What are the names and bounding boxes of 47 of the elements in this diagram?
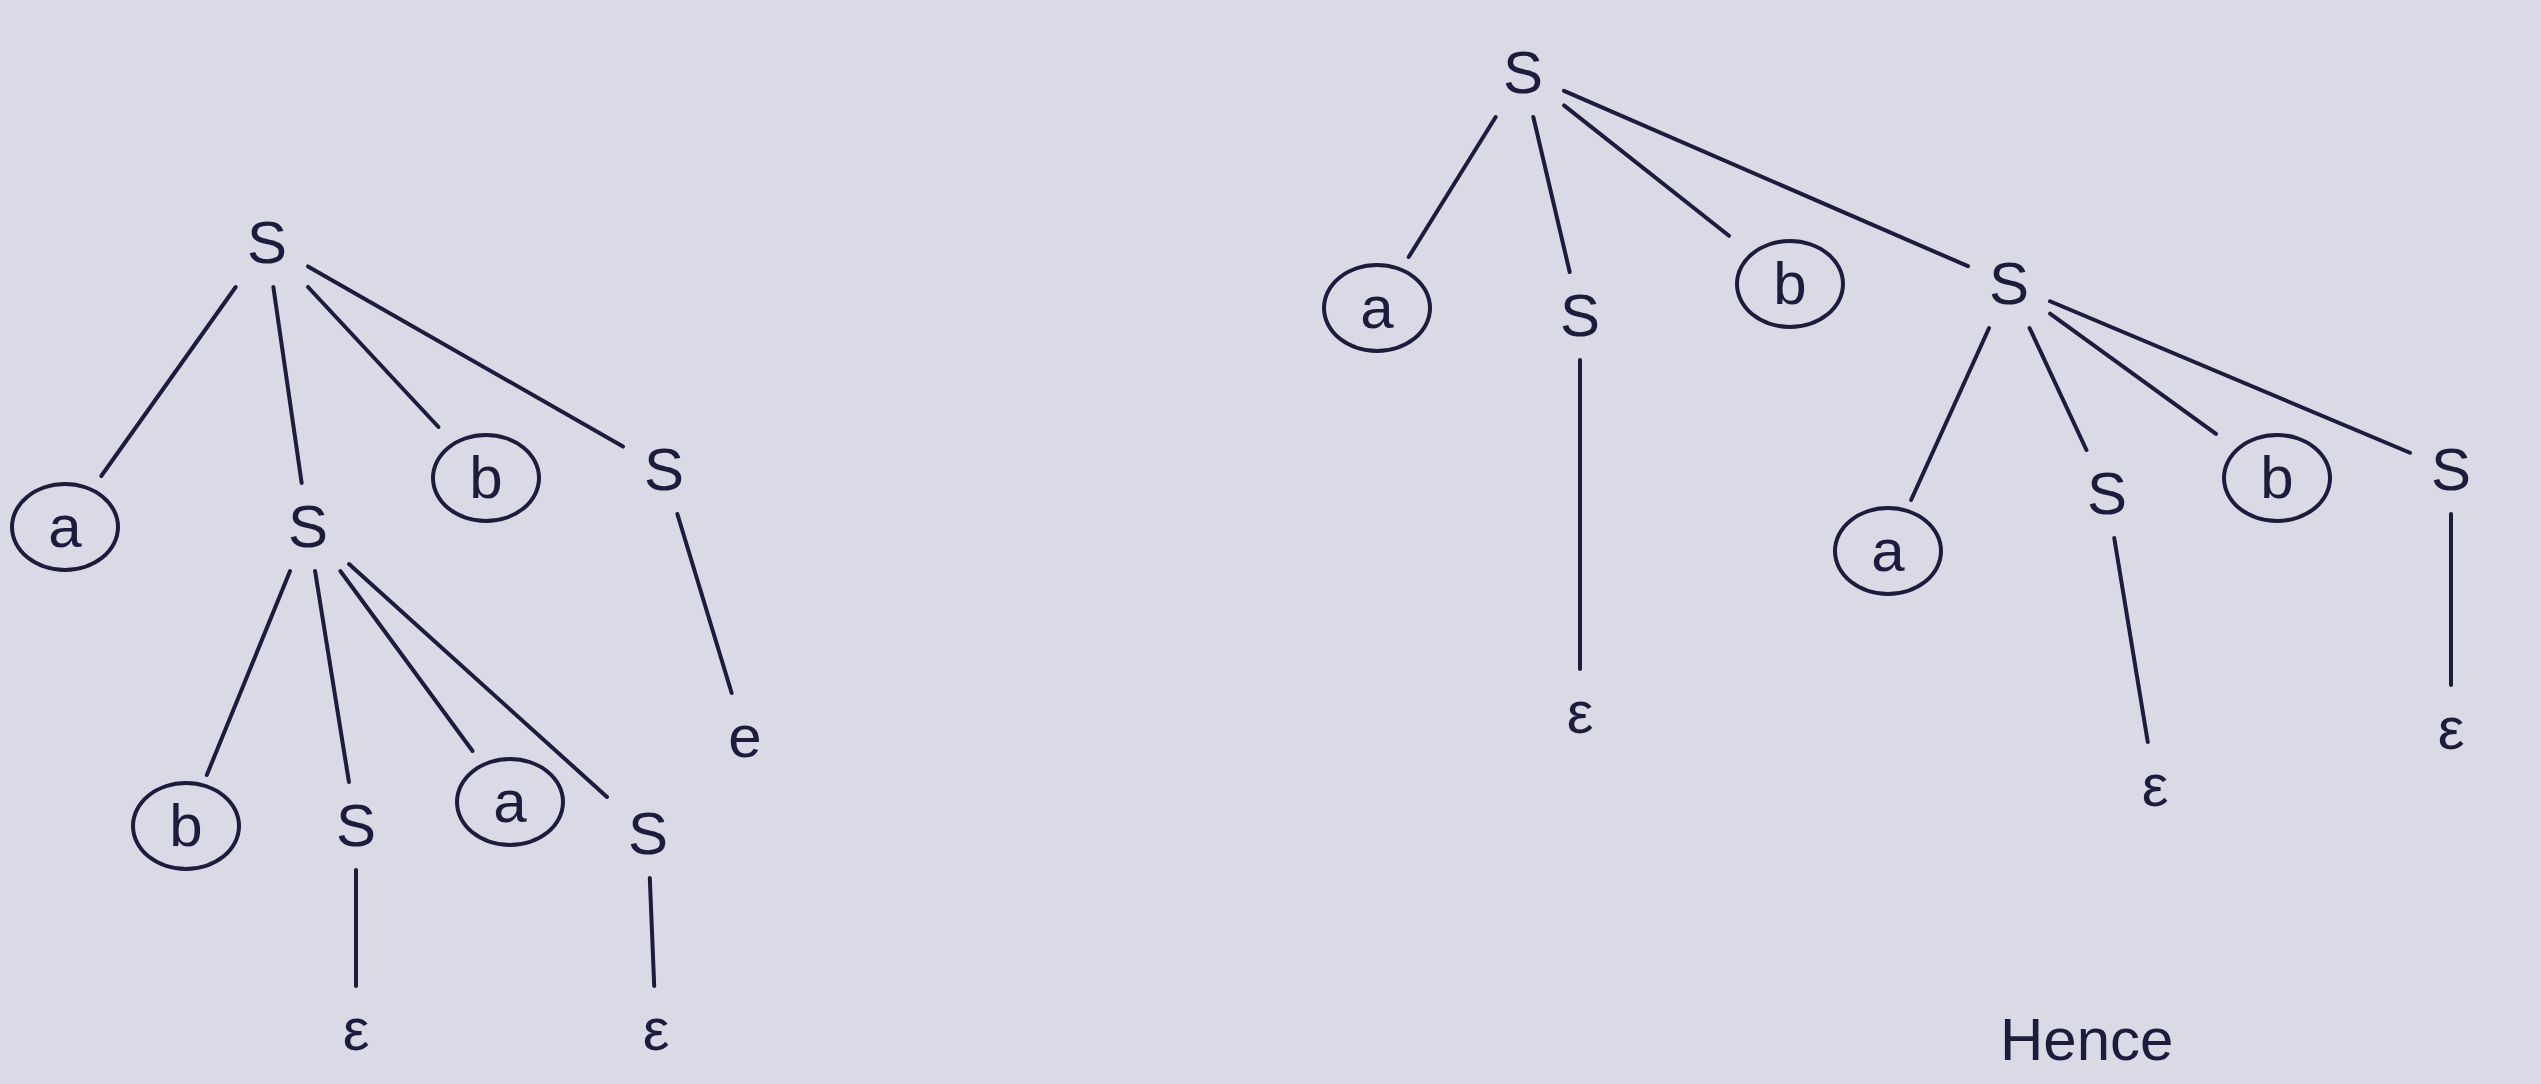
tree-symbol: S — [1545, 278, 1615, 354]
tree-branch-line — [1531, 115, 1572, 274]
tree-branch-line — [338, 569, 475, 753]
tree-branch-line — [1909, 326, 1992, 502]
tree-symbol: ε — [1545, 675, 1615, 751]
tree-branch-line — [1406, 115, 1498, 259]
circled-terminal: b — [431, 433, 541, 523]
handwritten-note: Hence — [2000, 1010, 2174, 1070]
tree-symbol: ε — [621, 992, 691, 1068]
circled-terminal: b — [2222, 433, 2332, 523]
tree-branch-line — [1578, 358, 1582, 671]
tree-branch-line — [1562, 88, 1970, 269]
tree-branch-line — [1562, 103, 1731, 238]
tree-branch-line — [2048, 299, 2412, 455]
tree-symbol: S — [2416, 432, 2486, 508]
tree-symbol: S — [232, 205, 302, 281]
circled-terminal: a — [1833, 506, 1943, 596]
tree-branch-line — [2449, 512, 2453, 687]
tree-branch-line — [306, 264, 625, 449]
tree-branch-line — [354, 868, 358, 988]
tree-symbol: ε — [2416, 691, 2486, 767]
tree-symbol: S — [629, 432, 699, 508]
circled-terminal: a — [455, 757, 565, 847]
tree-symbol: ε — [2120, 748, 2190, 824]
circled-terminal: b — [1735, 239, 1845, 329]
tree-branch-line — [647, 876, 657, 988]
tree-branch-line — [204, 569, 293, 777]
tree-symbol: ε — [321, 992, 391, 1068]
tree-branch-line — [347, 562, 609, 799]
tree-branch-line — [271, 285, 304, 485]
circled-terminal: b — [131, 781, 241, 871]
tree-branch-line — [2048, 311, 2218, 436]
tree-branch-line — [306, 285, 441, 429]
tree-symbol: S — [321, 788, 391, 864]
tree-symbol: S — [1974, 246, 2044, 322]
tree-branch-line — [675, 512, 734, 695]
tree-symbol: S — [2072, 456, 2142, 532]
tree-branch-line — [313, 569, 351, 784]
tree-symbol: S — [1488, 35, 1558, 111]
tree-branch-line — [2027, 326, 2089, 452]
tree-symbol: S — [613, 796, 683, 872]
circled-terminal: a — [1322, 263, 1432, 353]
tree-symbol: S — [273, 489, 343, 565]
tree-branch-line — [2112, 536, 2150, 744]
tree-branch-line — [99, 285, 238, 478]
circled-terminal: a — [10, 482, 120, 572]
tree-symbol: e — [710, 699, 780, 775]
